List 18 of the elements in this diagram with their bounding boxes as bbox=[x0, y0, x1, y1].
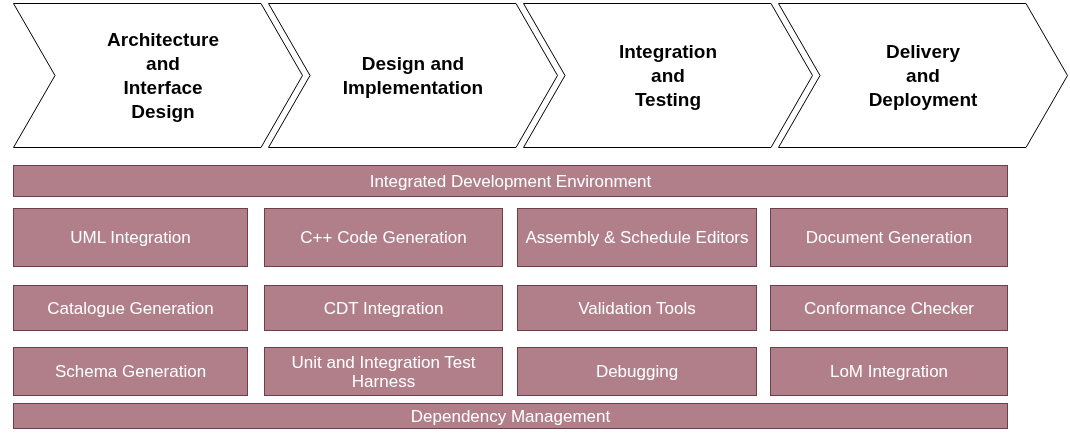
tool-box: Catalogue Generation bbox=[13, 285, 248, 331]
tool-box: Conformance Checker bbox=[770, 285, 1008, 331]
tool-box: Assembly & Schedule Editors bbox=[517, 208, 757, 267]
tool-box: C++ Code Generation bbox=[264, 208, 503, 267]
phase-label: Design and Implementation bbox=[342, 51, 484, 100]
layer-bar: Integrated Development Environment bbox=[13, 165, 1008, 197]
layer-bar: Dependency Management bbox=[13, 403, 1008, 429]
phase-label: Architecture and Interface Design bbox=[107, 27, 219, 124]
tool-box: Unit and Integration Test Harness bbox=[264, 347, 503, 396]
tool-box: Schema Generation bbox=[13, 347, 248, 396]
tool-box: Debugging bbox=[517, 347, 757, 396]
tool-box: Document Generation bbox=[770, 208, 1008, 267]
phase-label: Delivery and Deployment bbox=[868, 39, 978, 112]
phase-label: Integration and Testing bbox=[618, 39, 718, 112]
tool-box: Validation Tools bbox=[517, 285, 757, 331]
tool-box: CDT Integration bbox=[264, 285, 503, 331]
tool-box: LoM Integration bbox=[770, 347, 1008, 396]
tool-box: UML Integration bbox=[13, 208, 248, 267]
